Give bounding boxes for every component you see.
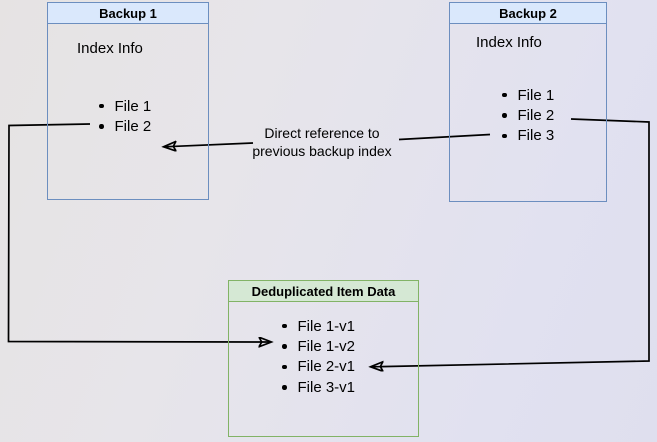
bullet-icon bbox=[282, 344, 287, 349]
backup1-header: Backup 1 bbox=[48, 3, 208, 24]
dedup-file-list: File 1-v1 File 1-v2 File 2-v1 File 3-v1 bbox=[282, 316, 355, 398]
list-item: File 3-v1 bbox=[282, 377, 355, 397]
list-item: File 2-v1 bbox=[282, 357, 355, 377]
list-item: File 3 bbox=[502, 126, 554, 146]
bullet-icon bbox=[502, 113, 507, 118]
bullet-icon bbox=[502, 133, 507, 139]
dedup-title: Deduplicated Item Data bbox=[251, 283, 396, 299]
file-label: File 1 bbox=[517, 86, 555, 104]
backup2-title: Backup 2 bbox=[499, 5, 557, 21]
bullet-icon bbox=[99, 103, 104, 109]
file-label: File 2-v1 bbox=[297, 358, 356, 376]
backup1-title: Backup 1 bbox=[99, 5, 157, 21]
deduplicated-item-data-box: Deduplicated Item Data File 1-v1 File 1-… bbox=[228, 280, 419, 437]
annotation-line2: previous backup index bbox=[252, 143, 392, 159]
backup2-file-list: File 1 File 2 File 3 bbox=[502, 85, 554, 146]
backup1-box: Backup 1 Index Info File 1 File 2 bbox=[47, 2, 209, 200]
file-label: File 1-v2 bbox=[297, 338, 356, 356]
bullet-icon bbox=[282, 323, 287, 329]
file-label: File 3-v1 bbox=[297, 378, 356, 396]
file-label: File 2 bbox=[114, 118, 152, 136]
bullet-icon bbox=[282, 385, 287, 390]
list-item: File 1 bbox=[99, 96, 151, 116]
backup2-header: Backup 2 bbox=[450, 3, 606, 24]
list-item: File 1-v2 bbox=[282, 336, 355, 356]
list-item: File 2 bbox=[99, 116, 151, 136]
list-item: File 1 bbox=[502, 85, 554, 105]
bullet-icon bbox=[282, 364, 287, 370]
list-item: File 1-v1 bbox=[282, 316, 355, 336]
backup1-subtitle: Index Info bbox=[77, 40, 143, 57]
backup2-subtitle: Index Info bbox=[476, 34, 542, 51]
file-label: File 3 bbox=[517, 127, 555, 145]
file-label: File 1 bbox=[114, 97, 152, 115]
file-label: File 2 bbox=[517, 107, 555, 125]
bullet-icon bbox=[99, 124, 104, 129]
annotation-line1: Direct reference to bbox=[264, 125, 380, 141]
list-item: File 2 bbox=[502, 105, 554, 125]
dedup-header: Deduplicated Item Data bbox=[229, 281, 418, 302]
file-label: File 1-v1 bbox=[297, 317, 356, 335]
backup1-file-list: File 1 File 2 bbox=[99, 96, 151, 137]
direct-reference-annotation: Direct reference to previous backup inde… bbox=[232, 124, 412, 160]
backup2-box: Backup 2 Index Info File 1 File 2 File 3 bbox=[449, 2, 607, 202]
bullet-icon bbox=[502, 92, 507, 98]
